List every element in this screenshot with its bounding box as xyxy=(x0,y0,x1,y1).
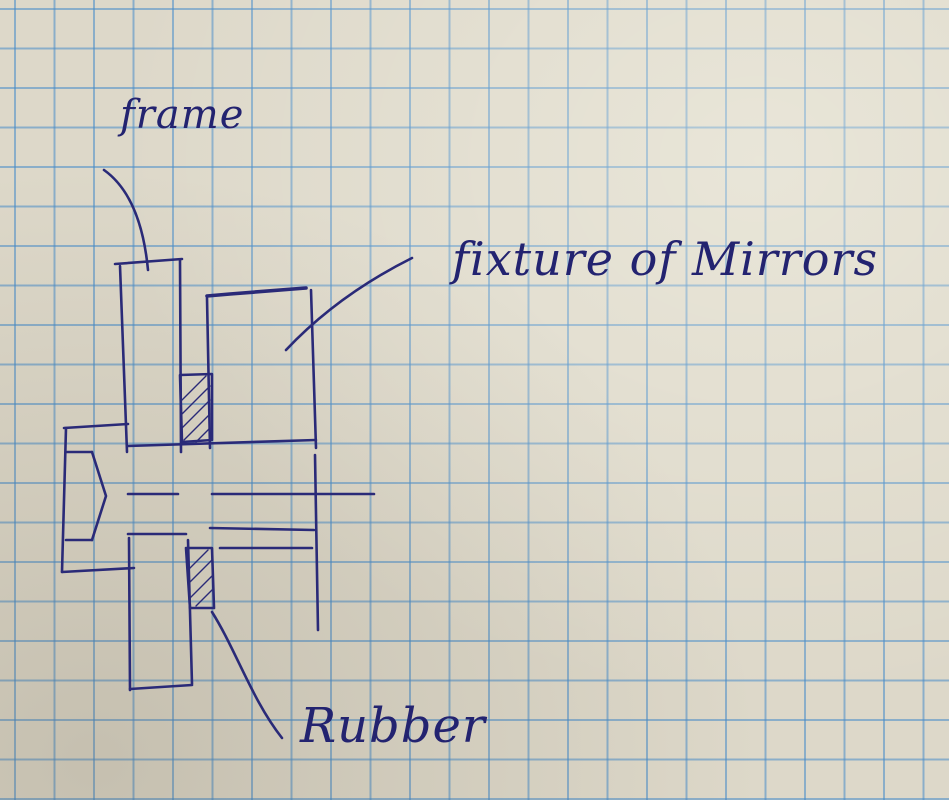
bolt-shaft-part xyxy=(126,438,376,550)
fixture-leader-line xyxy=(284,256,414,352)
rubber-upper-part xyxy=(178,372,214,444)
rubber-lower-part xyxy=(184,546,216,610)
mirror-fixture-part xyxy=(205,286,320,632)
frame-label: frame xyxy=(120,92,245,138)
rubber-label: Rubber xyxy=(300,698,486,754)
frame-leader-line xyxy=(102,168,150,272)
bolt-head-part xyxy=(60,422,136,574)
rubber-leader-line xyxy=(210,610,284,740)
fixture-of-mirrors-label: fixture of Mirrors xyxy=(452,232,879,286)
frame-part xyxy=(113,257,194,692)
